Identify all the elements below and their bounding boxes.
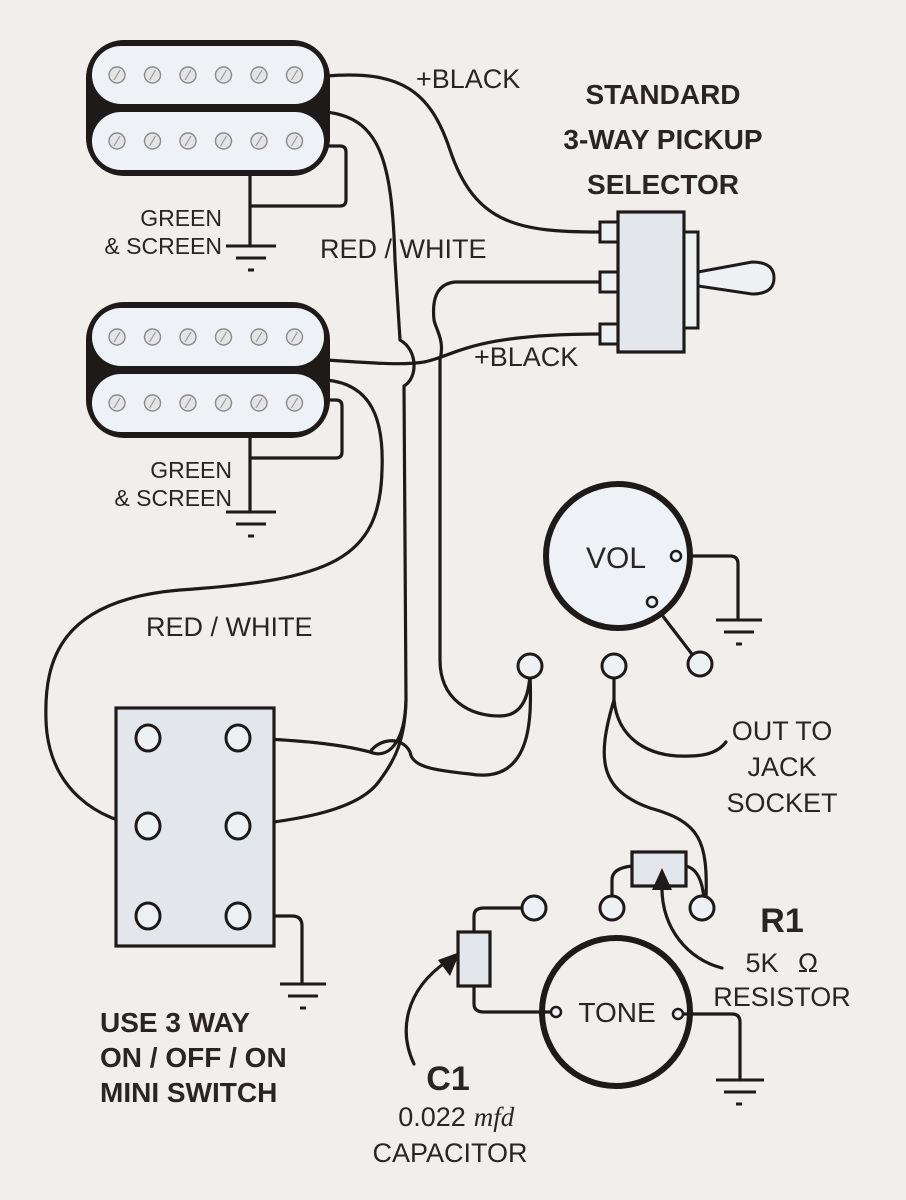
wire-volume-out-jack	[612, 666, 728, 758]
pole-slot	[113, 135, 121, 147]
label-tone: TONE	[578, 997, 655, 1028]
selector-title-line3: SELECTOR	[587, 169, 739, 200]
label-screen-1: & SCREEN	[104, 233, 222, 259]
label-c1: C1	[426, 1060, 469, 1098]
ground-symbols	[226, 244, 764, 1106]
ground-icon	[280, 982, 326, 1010]
wire-mini-top-to-volume	[238, 666, 533, 777]
wire-pickup1-ground-loop	[248, 144, 348, 208]
label-c1-type: CAPACITOR	[372, 1138, 527, 1168]
ground-icon	[226, 510, 276, 538]
ground-icon	[226, 244, 276, 272]
pole-slot	[184, 135, 192, 147]
selector-bushing	[682, 230, 700, 330]
wire-mini-mid-right	[238, 698, 408, 828]
pole-slot	[290, 135, 299, 147]
wire-tone-ground	[680, 1012, 742, 1082]
selector-body	[616, 210, 686, 354]
pole-slot	[290, 331, 299, 343]
volume-lug-input	[516, 652, 544, 680]
bridge-humbucker	[86, 302, 330, 438]
neck-humbucker	[86, 40, 330, 176]
pole-slot	[255, 397, 263, 409]
label-r1: R1	[760, 902, 803, 940]
wire-mini-ground	[238, 914, 304, 986]
wire-volume-out-tone	[602, 698, 708, 902]
tone-pot	[520, 894, 716, 1089]
wire-capacitor-top	[472, 906, 534, 934]
label-jack-line3: SOCKET	[726, 788, 837, 818]
volume-pot	[516, 481, 714, 680]
label-black-top: +BLACK	[416, 64, 520, 94]
pole-slot	[219, 397, 228, 409]
pole-slot	[113, 69, 121, 81]
wire-pickup2-ground-loop	[248, 398, 344, 460]
arrow-icon	[652, 868, 672, 890]
wire-pickup1-black	[324, 73, 602, 234]
resistor-r1	[630, 850, 724, 970]
pole-slot	[219, 331, 228, 343]
label-r1-type: RESISTOR	[713, 982, 851, 1012]
wire-selector-to-volume	[431, 280, 602, 718]
arrow-icon	[438, 952, 460, 976]
label-volume: VOL	[586, 542, 646, 575]
selector-title-line2: 3-WAY PICKUP	[563, 124, 762, 155]
label-c1-unit: mfd	[474, 1102, 515, 1132]
pole-slot	[255, 69, 263, 81]
capacitor-c1	[404, 930, 492, 1066]
wire-pickup2-redwhite	[44, 378, 384, 828]
pole-slot	[255, 331, 263, 343]
pole-slot	[148, 69, 157, 81]
volume-lug-wiper	[686, 650, 714, 678]
wire-pickup1-redwhite	[324, 110, 416, 756]
label-mini-line1: USE 3 WAY	[100, 1007, 250, 1038]
mini-switch	[114, 706, 276, 948]
selector-tip	[696, 260, 776, 296]
wire-capacitor-bottom	[472, 984, 554, 1014]
pole-slot	[290, 69, 299, 81]
pole-slot	[219, 69, 228, 81]
ground-icon	[716, 618, 762, 646]
label-jack-line2: JACK	[747, 752, 816, 782]
pole-slot	[148, 331, 157, 343]
pole-slot	[113, 331, 121, 343]
volume-lug-output	[600, 652, 628, 680]
pole-slot	[184, 69, 192, 81]
pole-slot	[290, 397, 299, 409]
pole-slot	[219, 135, 228, 147]
pickup-selector-switch	[598, 210, 776, 354]
label-redwhite-bottom: RED / WHITE	[146, 612, 313, 642]
label-r1-value: 5K	[745, 948, 778, 978]
label-screen-2: & SCREEN	[114, 485, 232, 511]
labels: STANDARD 3-WAY PICKUP SELECTOR +BLACK +B…	[100, 64, 851, 1168]
label-redwhite-top: RED / WHITE	[320, 234, 487, 264]
pole-slot	[255, 135, 263, 147]
wire-volume-ground	[674, 554, 740, 622]
label-c1-value: 0.022	[398, 1102, 466, 1132]
label-black-mid: +BLACK	[474, 342, 578, 372]
wire-pickup2-black	[324, 332, 602, 366]
pole-slot	[113, 397, 121, 409]
ground-icon	[716, 1078, 764, 1106]
pole-slot	[184, 331, 192, 343]
pole-slot	[184, 397, 192, 409]
selector-title-line1: STANDARD	[585, 79, 740, 110]
pole-slot	[148, 397, 157, 409]
label-green-1: GREEN	[140, 205, 222, 231]
label-mini-line3: MINI SWITCH	[100, 1077, 277, 1108]
ohm-icon: Ω	[798, 948, 818, 978]
pole-slot	[148, 135, 157, 147]
wire-resistor-left	[610, 864, 634, 908]
label-jack-line1: OUT TO	[732, 716, 833, 746]
label-green-2: GREEN	[150, 457, 232, 483]
label-mini-line2: ON / OFF / ON	[100, 1042, 287, 1073]
